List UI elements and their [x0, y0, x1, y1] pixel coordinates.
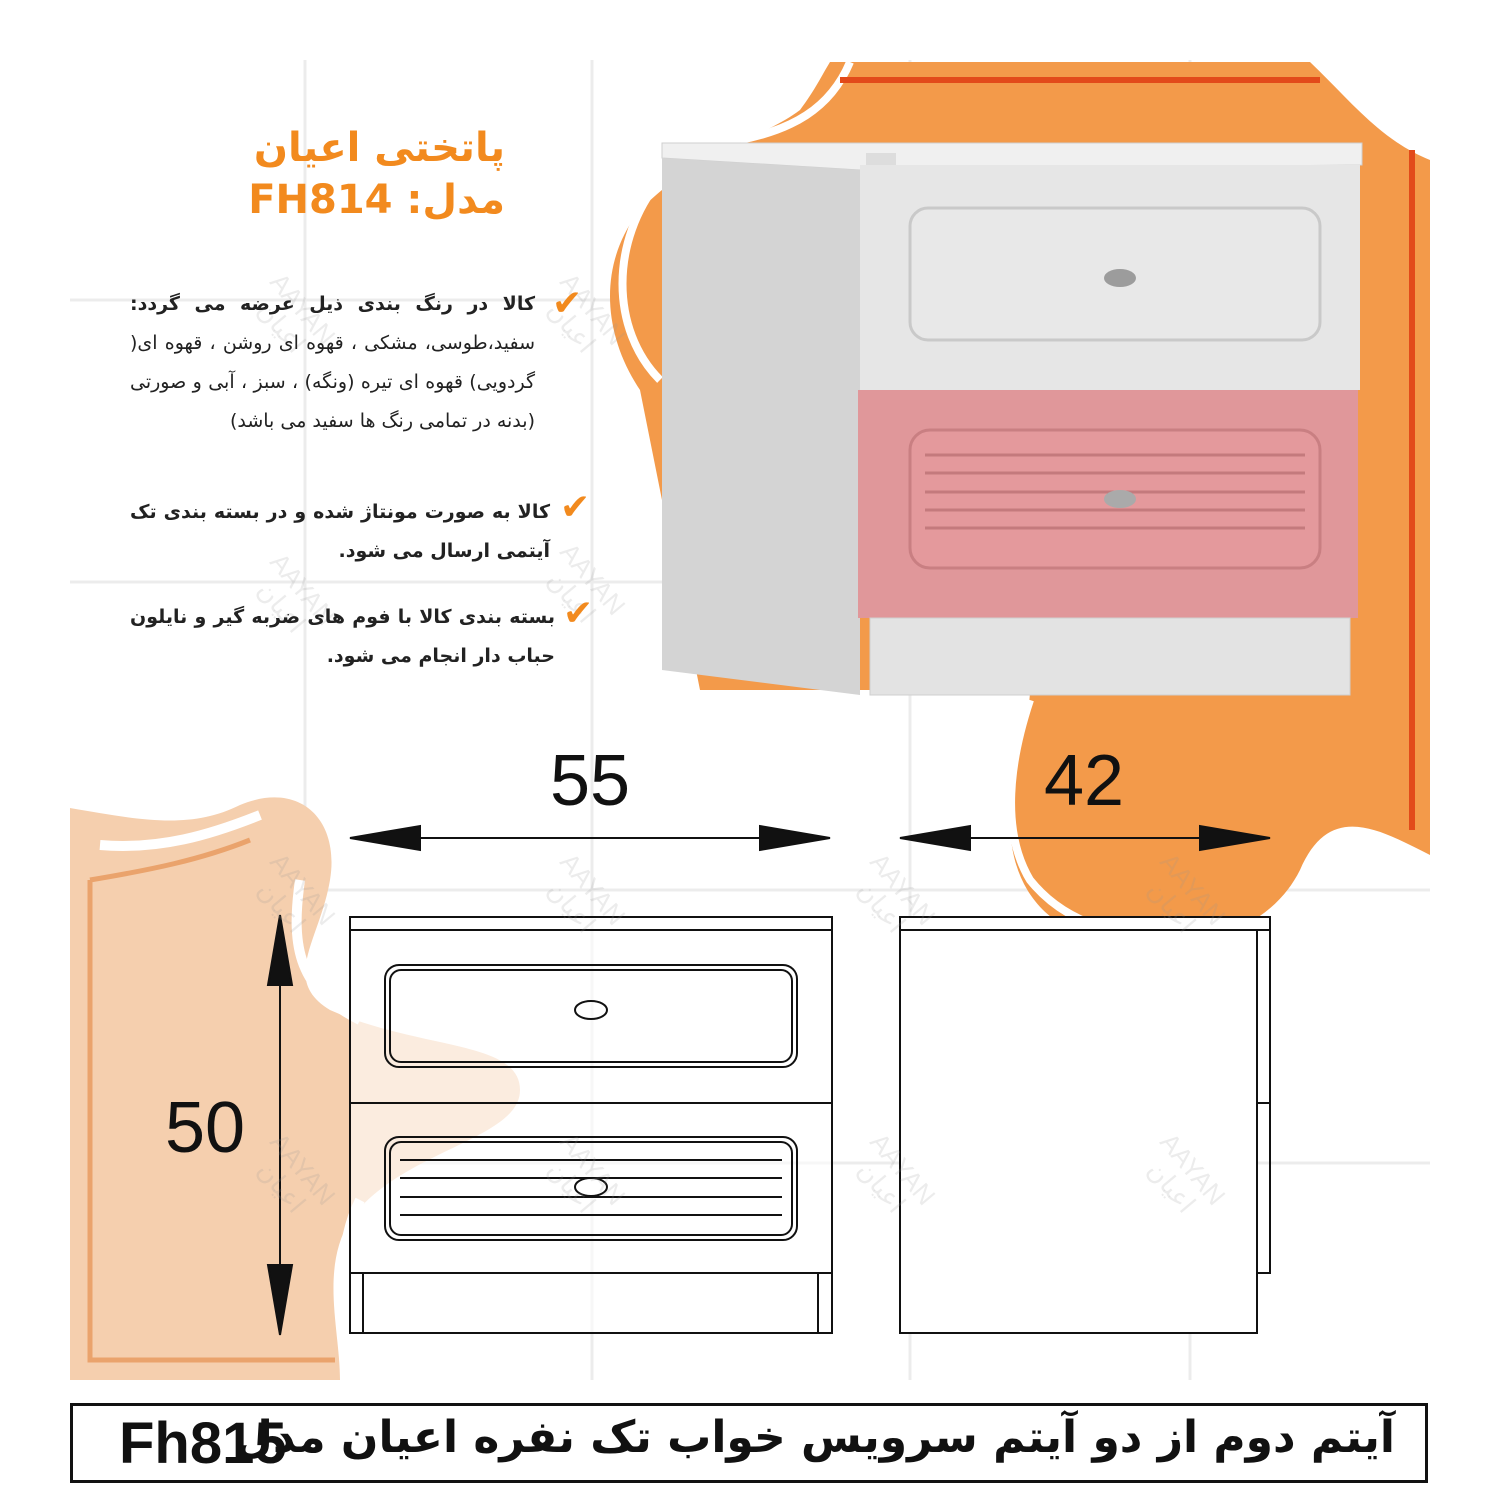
width-label: 55 [550, 741, 631, 821]
height-label: 50 [165, 1088, 246, 1168]
feature-colors: کالا در رنگ بندی ذیل عرضه می گردد: سفید،… [130, 285, 535, 441]
front-view-drawing [349, 916, 833, 1334]
check-icon: ✔ [560, 487, 591, 528]
feature-heading: کالا به صورت مونتاژ شده و در بسته بندی ت… [130, 501, 550, 562]
footer-caption-box: آیتم دوم از دو آیتم سرویس خواب تک نفره ا… [70, 1403, 1428, 1483]
peach-blob-outline [87, 837, 335, 1363]
check-icon: ✔ [563, 593, 594, 634]
brand-label [866, 153, 896, 165]
product-title: پاتختی اعیان مدل: FH814 [248, 122, 505, 226]
drawer-knob [1104, 490, 1136, 508]
side-view-drawing [899, 916, 1271, 1334]
footer-model: Fh815 [119, 1411, 287, 1476]
check-icon: ✔ [552, 283, 583, 324]
product-model: مدل: FH814 [248, 177, 505, 223]
nightstand-photo [661, 142, 1363, 696]
peach-blob [70, 797, 520, 1380]
feature-assembly: کالا به صورت مونتاژ شده و در بسته بندی ت… [130, 493, 550, 571]
footer-caption: آیتم دوم از دو آیتم سرویس خواب تک نفره ا… [234, 1412, 1395, 1463]
red-accent-lines [840, 77, 1415, 830]
dimension-arrows [266, 824, 1271, 1336]
feature-packaging: بسته بندی کالا با فوم های ضربه گیر و نای… [130, 598, 555, 676]
feature-heading: بسته بندی کالا با فوم های ضربه گیر و نای… [130, 606, 555, 667]
feature-heading: کالا در رنگ بندی ذیل عرضه می گردد: [130, 293, 535, 315]
feature-body: سفید،طوسی، مشکی ، قهوه ای روشن ، قهوه ای… [130, 332, 535, 432]
drawer-knob [1104, 269, 1136, 287]
depth-label: 42 [1044, 741, 1125, 821]
product-name: پاتختی اعیان [253, 125, 505, 171]
